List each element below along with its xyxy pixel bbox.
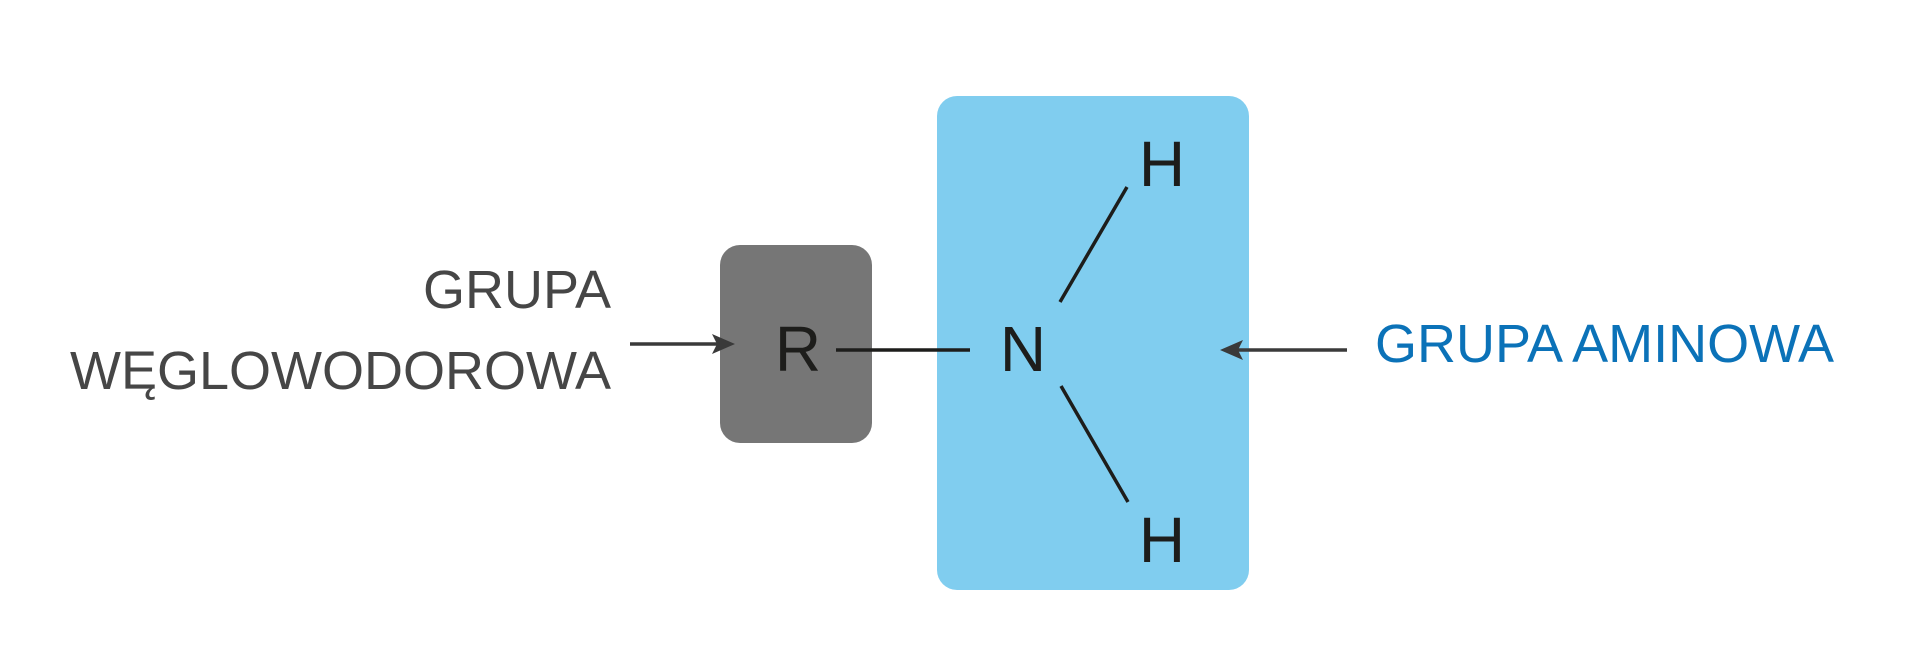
amine-group-box <box>937 96 1249 590</box>
atom-h-bottom: H <box>1139 504 1185 576</box>
hydrocarbon-label-line2: WĘGLOWODOROWA <box>70 341 611 401</box>
hydrocarbon-label-line1: GRUPA <box>423 260 611 320</box>
atom-r: R <box>775 313 821 385</box>
right-arrowhead-icon <box>1220 340 1243 360</box>
bond-n-h-bottom <box>1059 385 1130 503</box>
hydrocarbon-group-box <box>720 245 872 443</box>
amine-label: GRUPA AMINOWA <box>1375 314 1834 374</box>
left-arrowhead-icon <box>712 334 735 354</box>
atom-n: N <box>1000 313 1046 385</box>
bond-n-h-top <box>1058 186 1129 303</box>
atom-h-top: H <box>1139 128 1185 200</box>
